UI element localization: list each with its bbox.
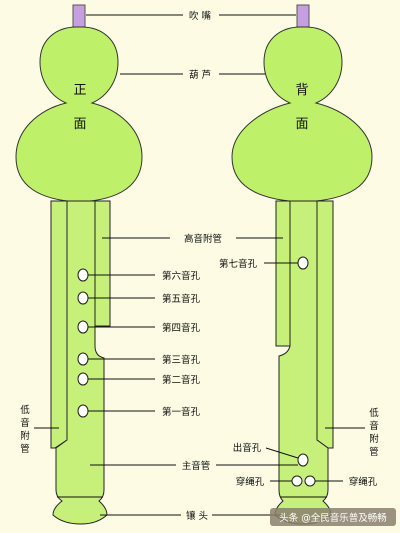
- svg-text:附: 附: [20, 430, 30, 442]
- front-right-high-pipe: [94, 200, 111, 327]
- svg-text:音: 音: [369, 420, 379, 432]
- back-label-1: 背: [295, 83, 308, 98]
- watermark: 头条 @全民音乐普及畅畅: [270, 508, 396, 526]
- back-right-low-pipe: [316, 200, 334, 449]
- front-mouthpiece: [72, 4, 86, 28]
- front-hole-1: [77, 404, 89, 418]
- label-rope-hole-left: 穿绳孔: [236, 476, 265, 488]
- front-left-low-pipe: [50, 200, 68, 449]
- svg-text:低: 低: [20, 404, 30, 416]
- label-hole2: 第二音孔: [162, 374, 201, 386]
- label-sound-hole: 出音孔: [233, 442, 262, 454]
- label-high-pipe: 高音附管: [184, 233, 222, 245]
- label-hole1: 第一音孔: [162, 406, 201, 418]
- front-label-1: 正: [73, 83, 86, 98]
- label-hole4: 第四音孔: [162, 322, 201, 334]
- svg-text:音: 音: [20, 417, 30, 429]
- back-rope-hole-left: [291, 475, 303, 487]
- label-rope-hole-right: 穿绳孔: [349, 476, 378, 488]
- label-hole3: 第三音孔: [162, 354, 201, 366]
- front-hole-2: [77, 372, 89, 386]
- labels: 吹 嘴 葫 芦 高音附管 第七音孔 第六音孔 第五音孔 第四音孔 第三音孔 第二…: [20, 10, 379, 522]
- back-hole-7: [297, 256, 309, 270]
- front-hole-4: [77, 320, 89, 334]
- label-hole5: 第五音孔: [162, 293, 201, 305]
- front-instrument: 正 面: [15, 4, 143, 525]
- leader-lines: [34, 14, 365, 516]
- label-mouthpiece: 吹 嘴: [189, 10, 212, 22]
- label-main-pipe: 主音管: [182, 460, 211, 472]
- svg-text:附: 附: [369, 433, 379, 445]
- label-low-pipe-right: 低 音 附 管: [369, 407, 379, 458]
- svg-text:管: 管: [20, 443, 30, 455]
- label-low-pipe-left: 低 音 附 管: [20, 404, 30, 455]
- label-gourd: 葫 芦: [189, 69, 211, 81]
- front-label-2: 面: [73, 117, 86, 132]
- front-hole-5: [77, 291, 89, 305]
- front-hole-6: [77, 268, 89, 282]
- back-instrument: 背 面: [231, 4, 373, 525]
- back-sound-hole: [297, 453, 309, 467]
- label-ferrule: 镶 头: [186, 510, 208, 522]
- svg-text:头条 @全民音乐普及畅畅: 头条 @全民音乐普及畅畅: [279, 512, 387, 524]
- back-label-2: 面: [295, 117, 308, 132]
- label-hole7: 第七音孔: [219, 258, 258, 270]
- label-hole6: 第六音孔: [162, 270, 201, 282]
- back-gourd: [231, 26, 373, 203]
- front-hole-3: [77, 352, 89, 366]
- back-mouthpiece: [296, 4, 310, 28]
- svg-text:管: 管: [369, 446, 379, 458]
- back-rope-hole-right: [304, 475, 316, 487]
- svg-text:低: 低: [369, 407, 379, 419]
- front-gourd: [15, 26, 143, 203]
- back-left-high-pipe: [275, 200, 291, 347]
